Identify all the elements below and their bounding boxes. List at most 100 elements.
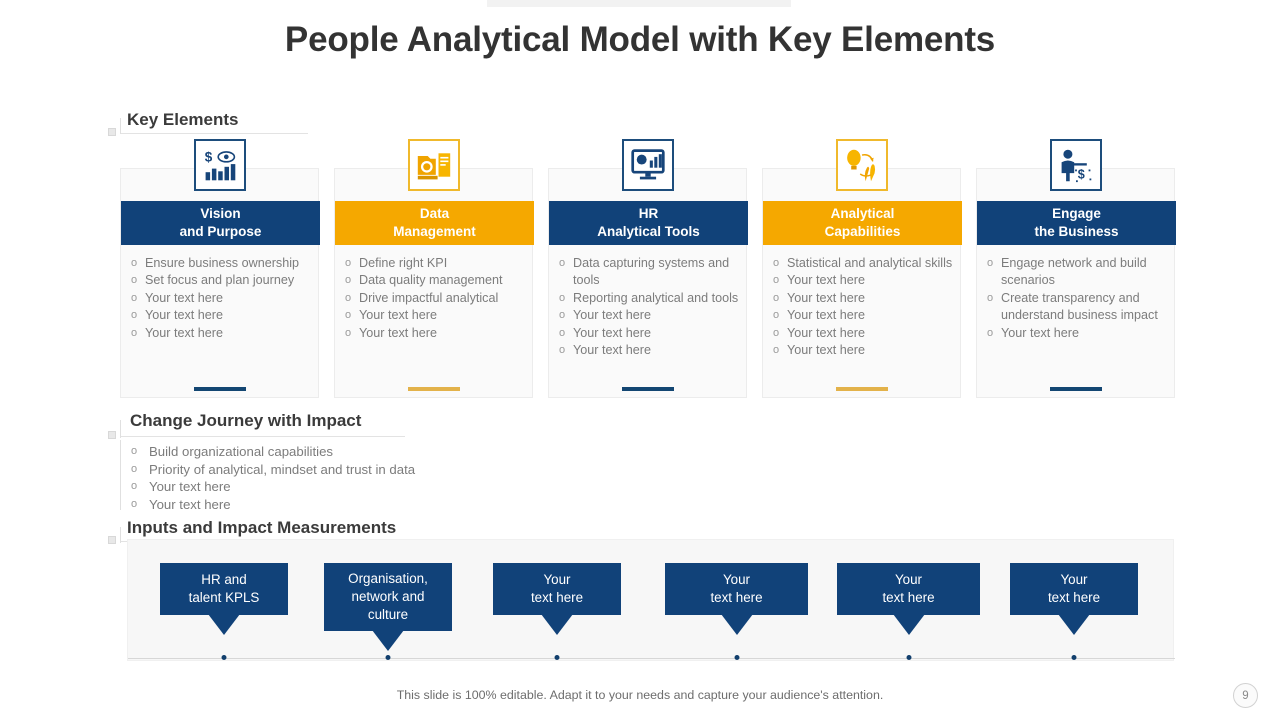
- card-bullet-text: Define right KPI: [359, 256, 448, 270]
- bullet-marker-icon: o: [345, 257, 352, 269]
- callout-label-line2: text here: [882, 590, 935, 605]
- card-title-line-2: the Business: [1034, 224, 1119, 239]
- card-bullet-text: Your text here: [787, 273, 865, 288]
- card-bullet-text: Your text here: [787, 308, 865, 323]
- section-tick-key-elements: [108, 128, 116, 136]
- bullet-marker-icon: o: [773, 257, 780, 269]
- card-bullet-text: Your text here: [145, 308, 223, 323]
- card-bullet-text: Your text here: [359, 325, 437, 340]
- card-title-line-1: HR: [638, 206, 659, 221]
- card-bullet-text: Drive impactful analytical: [359, 290, 499, 305]
- page-number-badge: 9: [1233, 683, 1258, 708]
- page-title: People Analytical Model with Key Element…: [284, 20, 996, 59]
- card-bullet-item: o Drive impactful analytical: [345, 290, 526, 307]
- footer-note: This slide is 100% editable. Adapt it to…: [396, 688, 884, 702]
- timeline-node-dot: [554, 655, 560, 660]
- card-title-line-2: Capabilities: [824, 224, 901, 239]
- card-title-line-1: Engage: [1052, 206, 1101, 221]
- callout-pointer: [372, 630, 404, 651]
- bullet-marker-icon: o: [559, 257, 566, 269]
- person-dollar-business-icon: $: [1050, 139, 1102, 191]
- timeline-node-dot: [385, 655, 391, 660]
- section-heading-key-elements: Key Elements: [127, 110, 239, 129]
- bullet-marker-icon: o: [559, 309, 566, 322]
- dollar-eye-bar-chart-icon: $: [194, 139, 246, 191]
- card-bullet-item: o Your text here: [773, 290, 954, 307]
- bullet-marker-icon: o: [987, 291, 994, 304]
- card-bullet-text: Your text here: [787, 290, 865, 305]
- callout-label-line1: HR and: [201, 572, 247, 587]
- card-bullet-item: o Define right KPI: [345, 255, 526, 272]
- bullet-marker-icon: o: [773, 344, 780, 357]
- timeline-node-dot: [221, 655, 227, 660]
- card-title-line-1: Analytical: [830, 206, 895, 221]
- change-journey-text: Your text here: [149, 496, 231, 512]
- card-title-line-2: Management: [393, 224, 476, 239]
- card-title-line-2: Analytical Tools: [597, 224, 700, 239]
- card-bullet-text: Your text here: [145, 325, 223, 340]
- bullet-marker-icon: o: [131, 497, 138, 510]
- bullet-marker-icon: o: [131, 274, 138, 287]
- bullet-marker-icon: o: [559, 326, 566, 339]
- card-header: Engage the Business: [977, 201, 1176, 245]
- bullet-marker-icon: o: [559, 344, 566, 357]
- card-bullet-text: Your text here: [573, 325, 651, 340]
- bullet-marker-icon: o: [345, 291, 352, 304]
- bullet-marker-icon: o: [773, 274, 780, 287]
- card-title-line-1: Data: [419, 206, 450, 221]
- bullet-marker-icon: o: [987, 257, 994, 269]
- card-bullet-text: Ensure business ownership: [145, 256, 300, 270]
- callout-pointer: [541, 614, 573, 635]
- card-accent-bar: [621, 387, 674, 391]
- key-element-card[interactable]: Engage the Business o Engage network and bu…: [976, 168, 1176, 398]
- input-measurement-callout[interactable]: Your text here: [837, 563, 980, 635]
- callout-label-line1: Your: [894, 572, 923, 587]
- bullet-marker-icon: o: [131, 462, 138, 475]
- top-notch-decoration: [487, 0, 791, 7]
- card-accent-bar: [1049, 387, 1102, 391]
- bullet-marker-icon: o: [987, 326, 994, 339]
- callout-pointer: [892, 614, 925, 635]
- change-journey-text: Build organizational capabilities: [149, 444, 334, 459]
- bullet-marker-icon: o: [773, 309, 780, 322]
- card-bullet-item: o Set focus and plan journey: [131, 272, 312, 289]
- change-journey-item: o Your text here: [131, 496, 691, 514]
- bullet-marker-icon: o: [773, 291, 780, 304]
- card-title-line-2: and Purpose: [179, 224, 262, 239]
- card-bullet-text: Your text here: [787, 325, 865, 340]
- card-bullet-text: Engage network and build scenarios: [1001, 256, 1147, 288]
- bullet-marker-icon: o: [131, 445, 138, 457]
- data-folder-document-icon: [408, 139, 460, 191]
- card-bullet-text: Your text here: [573, 343, 651, 358]
- timeline-node-dot: [906, 655, 911, 660]
- card-accent-bar: [407, 387, 460, 391]
- timeline-base-line: [128, 658, 1175, 659]
- card-bullet-text: Your text here: [1001, 325, 1079, 340]
